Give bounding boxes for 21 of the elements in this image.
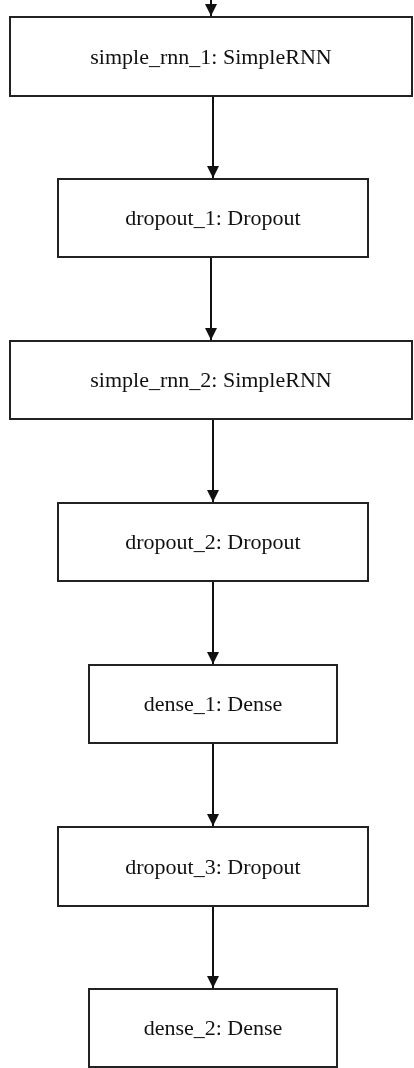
layer-box — [57, 178, 369, 258]
layer-name: dense_1: Dense — [143, 690, 283, 718]
layer-box — [88, 988, 338, 1068]
layer-box — [57, 826, 369, 907]
layer-name: simple_rnn_2: SimpleRNN — [90, 366, 332, 394]
arrow — [207, 743, 219, 827]
layer-name: simple_rnn_1: SimpleRNN — [90, 42, 332, 71]
arrow — [207, 96, 219, 179]
layer-name: dropout_2: Dropout — [125, 528, 301, 556]
arrow — [207, 419, 219, 503]
layer-name: dropout_1: Dropout — [125, 204, 301, 232]
layer-box — [9, 16, 413, 97]
layer-name: dropout_3: Dropout — [125, 852, 301, 881]
arrow — [205, 0, 217, 17]
layer-box — [9, 340, 413, 420]
layer-box — [57, 502, 369, 582]
layer-box — [88, 664, 338, 744]
arrow — [207, 906, 219, 989]
arrow — [205, 257, 217, 341]
layer-name: dense_2: Dense — [143, 1014, 283, 1042]
arrow — [207, 581, 219, 665]
